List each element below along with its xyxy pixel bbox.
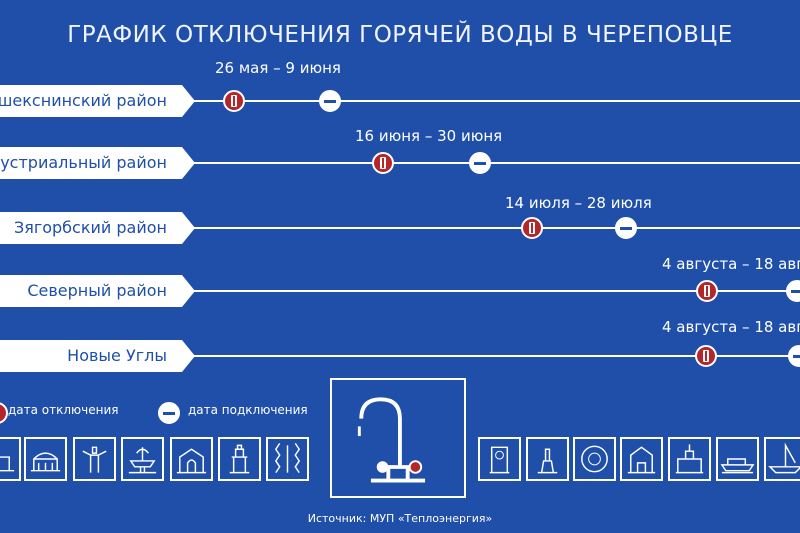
landmark-icon (0, 437, 21, 481)
legend-off-label: дата отключения (8, 403, 119, 417)
tower-icon (218, 437, 261, 481)
district-label: Новые Углы (0, 340, 195, 372)
emblem-icon (573, 437, 616, 481)
on-date-icon (319, 90, 341, 112)
statue-icon (526, 437, 569, 481)
legend-on-icon (158, 402, 180, 424)
schedule-row: Северный район 4 августа – 18 августа (0, 255, 800, 311)
off-date-icon (223, 90, 245, 112)
clock-tower-icon (478, 437, 521, 481)
off-date-icon (372, 152, 394, 174)
off-date-icon (521, 217, 543, 239)
theater-icon (24, 437, 67, 481)
page-title: ГРАФИК ОТКЛЮЧЕНИЯ ГОРЯЧЕЙ ВОДЫ В ЧЕРЕПОВ… (67, 22, 733, 48)
ornament-icon (266, 437, 309, 481)
off-date-icon (696, 280, 718, 302)
house-icon (620, 437, 663, 481)
district-label: Индустриальный район (0, 147, 195, 179)
district-label: Зягорбский район (0, 212, 195, 244)
legend-on-label: дата подключения (188, 403, 308, 417)
timeline (190, 355, 800, 357)
legend-off-icon (0, 402, 8, 424)
district-label: Северный район (0, 275, 195, 307)
source-caption: Источник: МУП «Теплоэнергия» (307, 512, 493, 525)
district-label: Зашекснинский район (0, 85, 195, 117)
monument-icon (73, 437, 116, 481)
faucet-icon (330, 378, 466, 498)
schedule-row: Зягорбский район 14 июля – 28 июля (0, 194, 800, 248)
schedule-row: Зашекснинский район 26 мая – 9 июня (0, 59, 800, 121)
boat-icon (764, 437, 800, 481)
date-range: 26 мая – 9 июня (215, 59, 341, 77)
schedule-row: Новые Углы 4 августа – 18 августа (0, 318, 800, 376)
cathedral-icon (668, 437, 711, 481)
date-range: 16 июня – 30 июня (355, 127, 503, 145)
date-range: 14 июля – 28 июля (505, 194, 652, 212)
timeline (190, 227, 800, 229)
schedule-row: Индустриальный район 16 июня – 30 июня (0, 127, 800, 183)
fountain-icon (121, 437, 164, 481)
timeline (190, 162, 800, 164)
on-date-icon (469, 152, 491, 174)
date-range: 4 августа – 18 августа (662, 255, 800, 273)
building-icon (170, 437, 213, 481)
on-date-icon (786, 280, 800, 302)
date-range: 4 августа – 18 августа (662, 318, 800, 336)
timeline (190, 290, 800, 292)
on-date-icon (615, 217, 637, 239)
ship-icon (716, 437, 759, 481)
timeline (190, 100, 800, 102)
on-date-icon (788, 345, 800, 367)
off-date-icon (695, 345, 717, 367)
